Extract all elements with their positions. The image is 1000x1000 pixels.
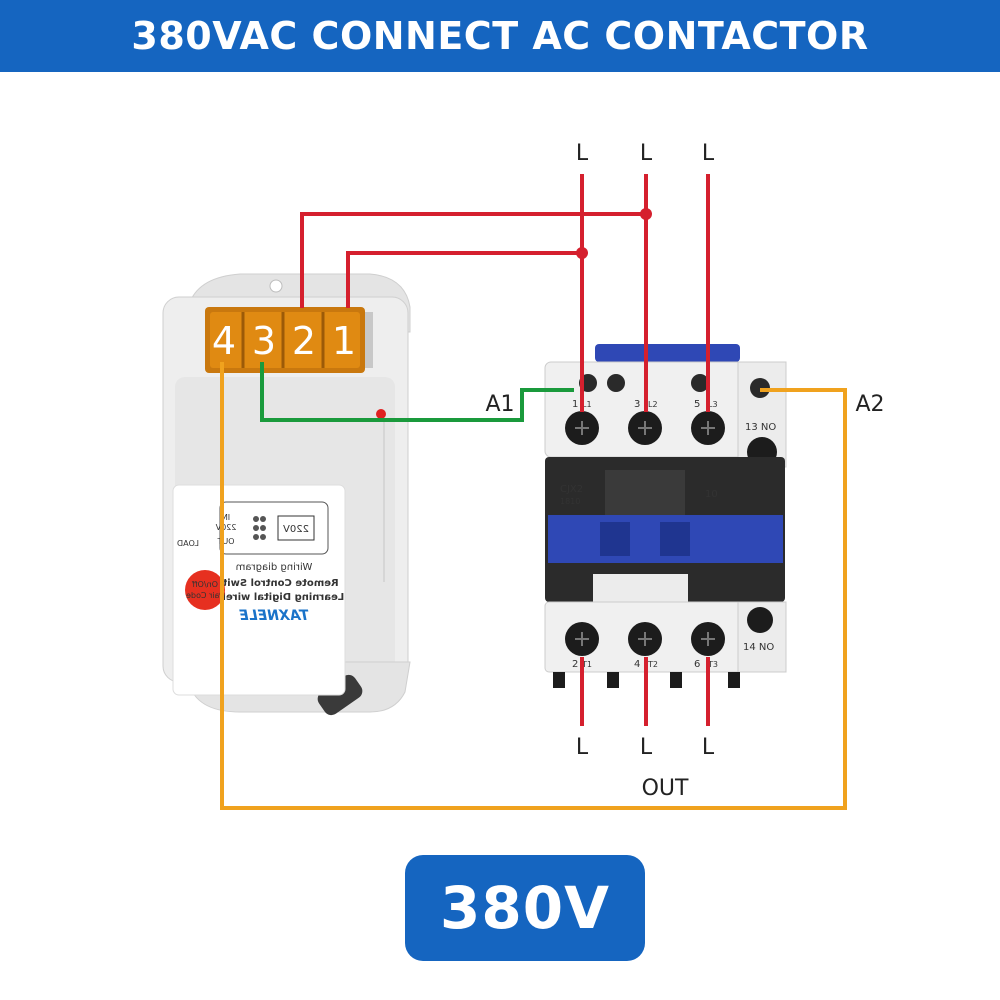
status-led [376,409,386,419]
page-title: 380VAC CONNECT AC CONTACTOR [131,14,869,58]
term-1-num: 1 [572,399,578,410]
aux-top-label: 13 NO [745,422,776,433]
term-1-sub: L1 [582,400,592,409]
top-label-l2: L [640,141,653,166]
coil-a2-label: A2 [855,392,884,417]
term-6-num: 6 [694,659,700,670]
bottom-label-l2: L [640,735,653,760]
bottom-label-l3: L [702,735,715,760]
in-label: IN [222,513,230,522]
coil-a1-label: A1 [485,392,514,417]
wire-feed-terminal-2 [300,212,646,308]
term-2-num: 2 [572,659,578,670]
junction-dot-l2 [640,208,652,220]
volt-small-label: 220V [215,523,236,532]
wiring-diagram: 4 3 2 1 220V IN 220V OUT LOAD [162,141,885,810]
contact-type: 10 [705,489,718,500]
ac-contactor: 1 L1 3 L2 5 L3 13 NO CJX2 1810 10 2 T1 4… [544,344,787,688]
term-5-num: 5 [694,399,700,410]
top-label-l3: L [702,141,715,166]
voltage-badge-text: 380V [440,874,610,942]
pair-button-line2: Pair Code [186,591,224,600]
term-2-sub: T1 [581,660,592,669]
terminal-1-label: 1 [332,319,356,363]
bottom-label-l1: L [576,735,589,760]
model-code: 1810 [560,497,580,506]
terminal-4-label: 4 [212,319,236,363]
term-5-sub: L3 [708,400,718,409]
load-label: LOAD [177,539,199,548]
wire-feed-terminal-1 [346,251,582,308]
pair-button-line1: On/Off [192,580,218,589]
terminal-2-label: 2 [292,319,316,363]
wire-coil-a1 [260,362,574,422]
title-banner: 380VAC CONNECT AC CONTACTOR [0,0,1000,72]
term-3-sub: L2 [648,400,658,409]
term-3-num: 3 [634,399,640,410]
mount-hole-top [269,279,283,293]
pair-code-button[interactable] [185,570,225,610]
aux-screw-14 [747,607,773,633]
top-label-l1: L [576,141,589,166]
brand-name: TAXNELE [239,608,309,624]
voltage-badge: 380V [405,855,645,961]
wiring-caption: Wiring diagram [236,562,313,573]
product-label: 220V IN 220V OUT LOAD Wiring diagram Rem… [172,484,346,696]
out-small-label: OUT [217,537,234,546]
remote-switch-module: 4 3 2 1 220V IN 220V OUT LOAD [162,273,411,716]
aux-bottom-label: 14 NO [743,642,774,653]
junction-dot-l1 [576,247,588,259]
term-6-sub: T3 [707,660,718,669]
wire-coil-a2 [220,362,847,810]
term-4-num: 4 [634,659,640,670]
model-name: CJX2 [560,484,583,495]
out-label: OUT [642,776,689,801]
voltage-box-text: 220V [283,524,309,535]
terminal-3-label: 3 [252,319,276,363]
product-line-1: Learning Digital wireless [204,592,344,603]
term-4-sub: T2 [647,660,658,669]
product-line-2: Remote Control Switch [209,578,338,589]
